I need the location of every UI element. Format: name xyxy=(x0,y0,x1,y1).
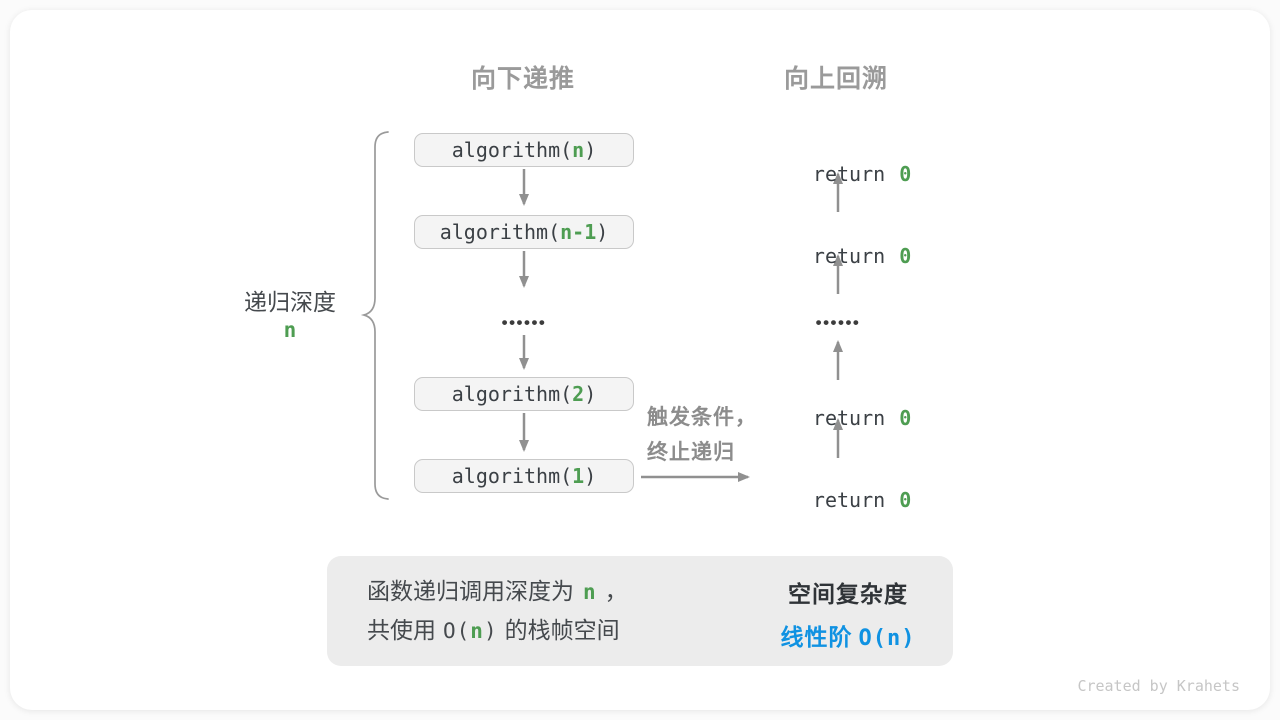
call-arg: n-1 xyxy=(560,220,597,244)
call-box-n-1: algorithm(n-1) xyxy=(414,215,634,249)
header-backtrack-up: 向上回溯 xyxy=(783,65,889,93)
summary-line1-post: ， xyxy=(604,578,628,604)
call-suffix: ) xyxy=(584,464,597,488)
header-recurse-down: 向下递推 xyxy=(470,65,576,93)
call-suffix: ) xyxy=(584,382,597,406)
call-prefix: algorithm( xyxy=(439,220,561,244)
summary-complexity-formula: O(n) xyxy=(443,619,498,643)
result-formula: O(n) xyxy=(858,626,916,651)
call-box-n: algorithm(n) xyxy=(414,133,634,167)
summary-line1-pre: 函数递归调用深度为 xyxy=(367,578,574,604)
return-value: 0 xyxy=(899,162,912,186)
call-suffix: ) xyxy=(596,220,609,244)
return-row: return 0 xyxy=(765,382,912,454)
summary-line1: 函数递归调用深度为 n ， xyxy=(367,572,628,611)
return-row: return 0 xyxy=(765,220,912,292)
return-row: return 0 xyxy=(765,464,912,536)
trigger-condition-line1: 触发条件， xyxy=(647,406,757,429)
call-prefix: algorithm( xyxy=(451,382,573,406)
return-keyword: return xyxy=(812,244,886,268)
return-keyword: return xyxy=(812,488,886,512)
call-prefix: algorithm( xyxy=(451,138,573,162)
return-value: 0 xyxy=(899,244,912,268)
returns-ellipsis: •••••• xyxy=(815,313,861,332)
return-row: return 0 xyxy=(765,138,912,210)
return-value: 0 xyxy=(899,488,912,512)
depth-label: 递归深度 xyxy=(244,289,336,315)
result-prefix: 线性阶 xyxy=(780,624,853,650)
summary-line2-pre: 共使用 xyxy=(367,617,436,643)
call-arg: n xyxy=(572,138,585,162)
formula-close: ) xyxy=(483,619,498,643)
call-arg: 1 xyxy=(572,464,585,488)
return-keyword: return xyxy=(812,162,886,186)
call-prefix: algorithm( xyxy=(451,464,573,488)
call-box-1: algorithm(1) xyxy=(414,459,634,493)
stack-ellipsis: •••••• xyxy=(501,313,547,332)
depth-var: n xyxy=(283,318,297,342)
call-arg: 2 xyxy=(572,382,585,406)
return-keyword: return xyxy=(812,406,886,430)
summary-line2-var: n xyxy=(470,619,484,643)
summary-line2-post: 的栈帧空间 xyxy=(504,617,620,643)
call-box-2: algorithm(2) xyxy=(414,377,634,411)
trigger-condition-line2: 终止递归 xyxy=(647,441,735,464)
credit-text: Created by Krahets xyxy=(1077,677,1240,695)
formula-open: O( xyxy=(443,619,471,643)
summary-panel xyxy=(327,556,953,666)
return-value: 0 xyxy=(899,406,912,430)
summary-line1-var: n xyxy=(583,580,596,604)
call-suffix: ) xyxy=(584,138,597,162)
result-title: 空间复杂度 xyxy=(787,581,908,607)
summary-line2: 共使用 O(n)的栈帧空间 xyxy=(367,611,628,650)
